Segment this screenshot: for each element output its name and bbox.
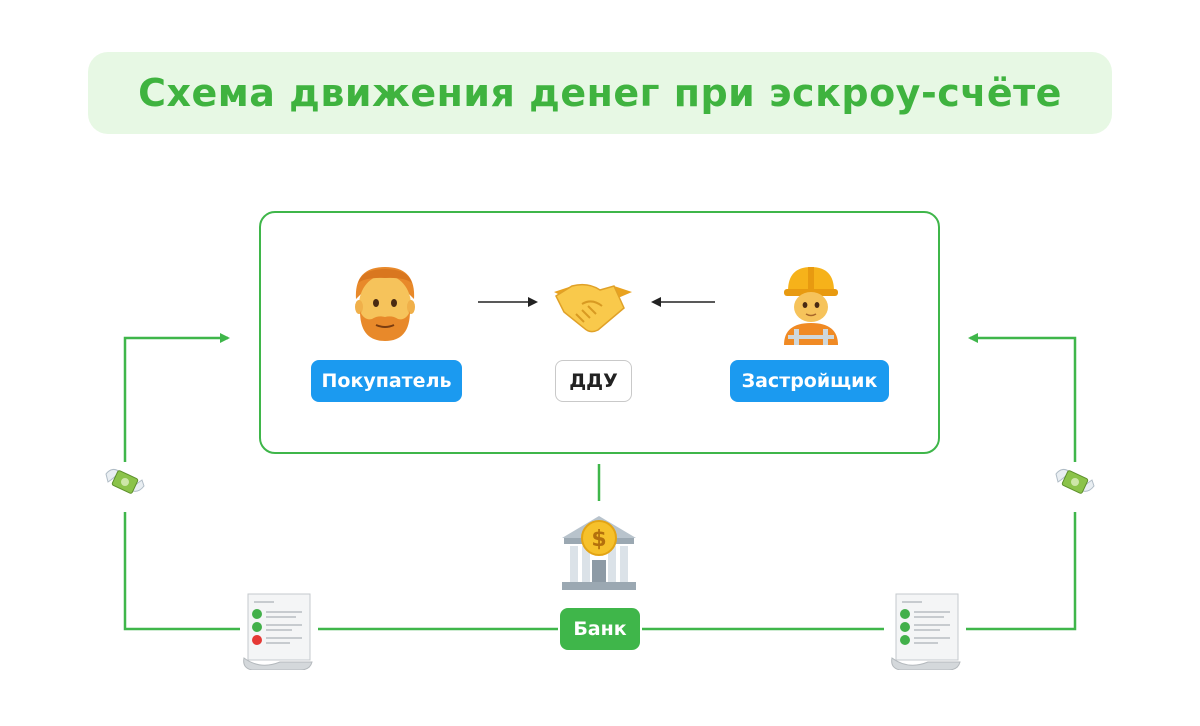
person-beard-icon [355, 267, 415, 341]
money-with-wings-icon [1055, 468, 1095, 494]
right-flow-line-lower [642, 512, 1077, 631]
left-flow-line-lower [123, 512, 558, 631]
handshake-icon [554, 283, 632, 333]
buyer-label: Покупатель [311, 360, 462, 402]
diagram-title: Схема движения денег при эскроу-счёте [138, 71, 1062, 115]
svg-text:$: $ [591, 527, 606, 552]
right-flow-line-upper [968, 333, 1077, 462]
contract-box [259, 211, 940, 454]
document-checklist-icon [243, 593, 313, 670]
contract-label: ДДУ [555, 360, 632, 402]
title-banner: Схема движения денег при эскроу-счёте [88, 52, 1112, 134]
document-checklist-icon [891, 593, 961, 670]
construction-worker-icon [784, 267, 838, 345]
bank-label: Банк [560, 608, 640, 650]
money-with-wings-icon [105, 468, 145, 494]
left-flow-line-upper [123, 333, 230, 462]
bank-building-icon: $ [562, 516, 636, 590]
developer-label: Застройщик [730, 360, 889, 402]
